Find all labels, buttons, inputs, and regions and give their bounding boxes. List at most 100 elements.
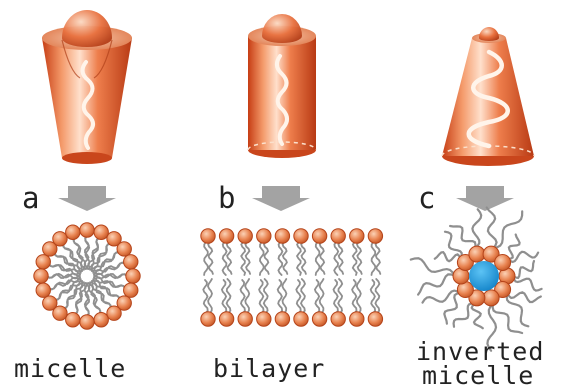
lipid-tail: [372, 242, 376, 275]
lipid-head: [257, 229, 271, 243]
cone-shape-c: [442, 27, 534, 166]
lipid-tail: [338, 242, 343, 274]
lipid-tail: [513, 261, 534, 278]
lipid-head: [94, 313, 108, 327]
lipid-head: [238, 312, 252, 326]
lipid-head: [36, 255, 50, 269]
lipid-head: [312, 229, 326, 243]
bilayer-structure: [201, 229, 383, 326]
lipid-tail: [316, 242, 320, 275]
down-arrow-c: [456, 186, 514, 211]
lipid-tail: [296, 280, 300, 313]
lipid-head: [294, 312, 308, 326]
caption-micelle: micelle: [14, 354, 126, 383]
lipid-head: [495, 254, 511, 270]
lipid-head: [66, 225, 80, 239]
lipid-head: [219, 312, 233, 326]
lipid-head: [94, 225, 108, 239]
lipid-head: [331, 312, 345, 326]
lipid-tail: [376, 242, 381, 274]
lipid-tail: [301, 242, 306, 274]
lipid-tail: [320, 279, 324, 313]
lipid-tail: [222, 280, 226, 313]
micelle-structure: [34, 223, 140, 329]
lipid-tail: [371, 280, 375, 313]
lipid-tail: [282, 279, 286, 313]
lipid-head: [201, 312, 215, 326]
lipid-head: [275, 312, 289, 326]
panel-letter-c: c: [418, 181, 435, 215]
lipid-head: [350, 229, 364, 243]
lipid-tail: [301, 279, 305, 313]
lipid-head: [117, 242, 131, 256]
inverted-core: [469, 261, 499, 291]
lipid-tail: [259, 280, 263, 313]
lipid-head: [126, 269, 140, 283]
lipid-tail: [487, 208, 497, 249]
caption-inverted-line2: micelle: [422, 361, 534, 387]
inverted-micelle-structure: [411, 208, 542, 351]
lipid-tail: [493, 304, 522, 333]
lipid-tail: [208, 242, 213, 274]
lipid-head: [36, 283, 50, 297]
lipid-head: [43, 296, 57, 310]
lipid-tail: [435, 252, 461, 261]
down-arrow-b: [252, 186, 310, 211]
lipid-head: [368, 312, 382, 326]
lipid-head: [107, 306, 121, 320]
cylinder-shape-b: [248, 14, 316, 158]
caption-bilayer: bilayer: [213, 354, 325, 383]
panel-letter-a: a: [22, 181, 39, 215]
cone-shape-a: [42, 10, 132, 164]
lipid-tail: [472, 304, 483, 329]
lipid-tail: [334, 242, 338, 275]
lipid-head: [238, 229, 252, 243]
lipid-tail: [245, 279, 249, 313]
lipid-tail: [353, 242, 357, 275]
lipid-tail: [508, 292, 541, 302]
lipid-head: [34, 269, 48, 283]
lipid-head: [331, 229, 345, 243]
lipid-head: [312, 312, 326, 326]
lipid-tail: [264, 242, 269, 274]
lipid-head: [275, 229, 289, 243]
lipid-tail: [241, 242, 245, 275]
lipid-head: [80, 223, 94, 237]
lipid-tail: [264, 279, 268, 313]
lipid-tail: [204, 242, 208, 275]
lipid-tail: [418, 274, 455, 294]
lipid-tail: [203, 280, 207, 313]
lipid-head: [124, 255, 138, 269]
lipid-tail: [315, 280, 319, 313]
lipid-head: [350, 312, 364, 326]
lipid-head: [469, 246, 485, 262]
lipid-tail: [278, 242, 282, 275]
lipid-head: [124, 283, 138, 297]
lipid-head: [483, 290, 499, 306]
lipid-tail: [283, 242, 288, 274]
lipid-tail: [320, 242, 325, 274]
lipid-tail: [208, 279, 212, 313]
lipid-tail: [227, 279, 231, 313]
down-arrow-a: [58, 186, 116, 211]
lipid-tail: [375, 279, 379, 313]
lipid-head: [53, 232, 67, 246]
lipid-tail: [334, 280, 338, 313]
lipid-tail: [223, 242, 227, 275]
lipid-head: [368, 229, 382, 243]
lipid-head: [257, 312, 271, 326]
lipid-tail: [352, 280, 356, 313]
lipid-head: [294, 229, 308, 243]
lipid-tail: [357, 279, 361, 313]
lipid-head: [80, 315, 94, 329]
lipid-tail: [241, 280, 245, 313]
lipid-head: [66, 313, 80, 327]
lipid-tail: [227, 242, 232, 274]
lipid-tail: [338, 279, 342, 313]
lipid-tail: [278, 280, 282, 313]
lipid-tail: [260, 242, 264, 275]
lipid-tail: [297, 242, 301, 275]
lipid-head: [201, 229, 215, 243]
panel-letter-b: b: [218, 181, 235, 215]
